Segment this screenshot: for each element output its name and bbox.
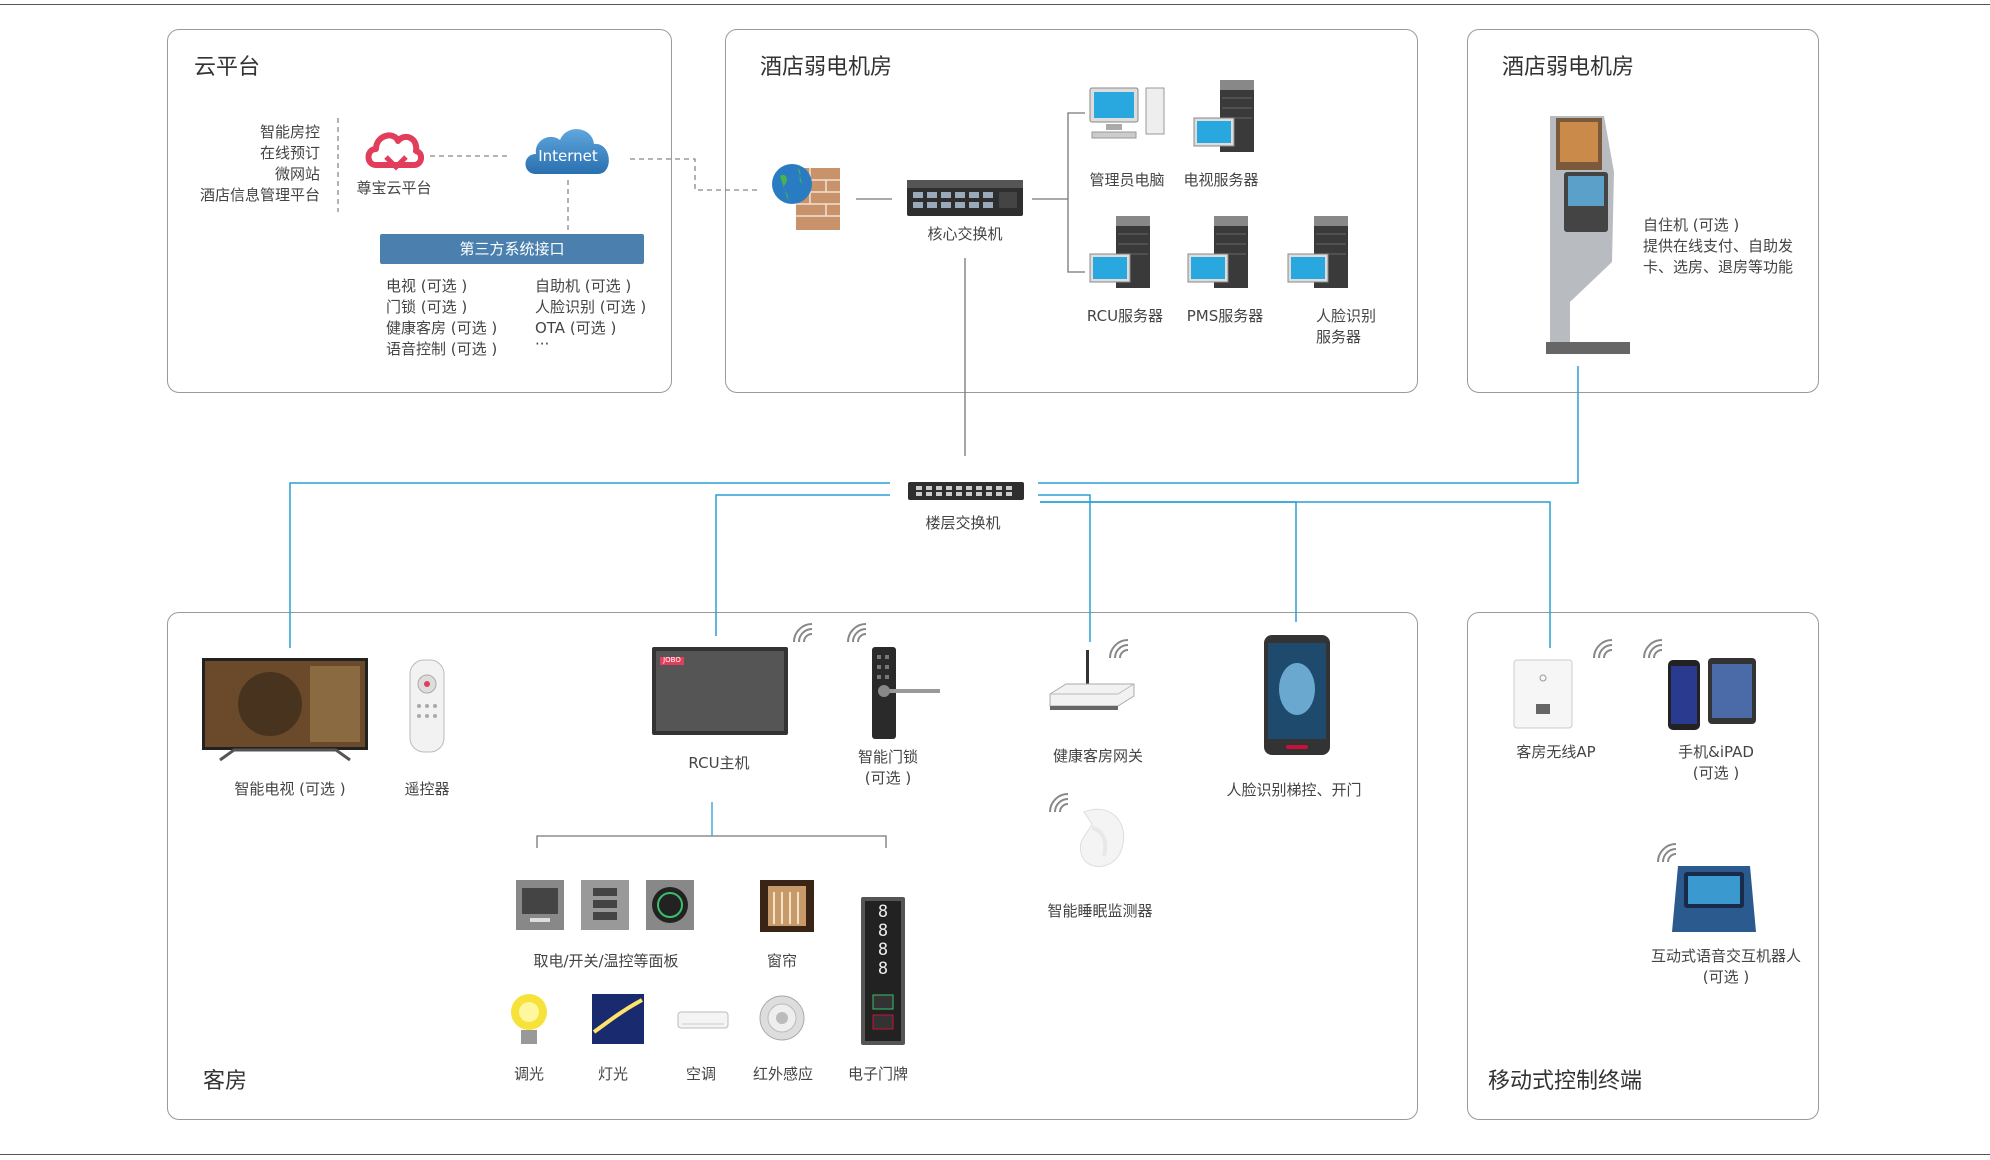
curtain-label: 窗帘 [766,952,798,970]
wifi-icon [847,623,867,643]
wifi-icon [1109,639,1129,659]
kiosk-desc-line: 自住机 (可选 ) [1643,216,1740,234]
interface-item: 人脸识别 (可选 ) [535,298,647,316]
face-recognition-terminal-icon [1264,635,1330,755]
wireless-ap-icon [1513,659,1573,729]
floor-switch-icon [908,482,1024,500]
internet-cloud-icon [525,129,609,174]
interface-item: OTA (可选 ) [535,319,617,337]
electronic-doorplate-icon [861,897,905,1045]
interface-item: 自助机 (可选 ) [535,277,632,295]
kiosk-desc-line: 提供在线支付、自助发 [1643,237,1794,255]
admin-computer-icon [1089,87,1165,139]
voice-robot-label: 互动式语音交互机器人 (可选 ) [1650,947,1802,986]
air-conditioner-icon [677,1011,729,1029]
rcu-host-label: RCU主机 [688,754,750,772]
server-label: 人脸识别 服务器 [1316,307,1377,346]
machine-room-panel [725,29,1418,393]
interface-item: ··· [535,335,550,353]
rcu-server-icon [1089,216,1150,288]
panels-label: 取电/开关/温控等面板 [533,952,679,970]
top-rule [0,4,1990,5]
feature-item: 酒店信息管理平台 [199,186,320,204]
mobile-panel-title: 移动式控制终端 [1488,1069,1643,1094]
wifi-icon [1643,639,1663,659]
voice-robot-icon [1672,866,1756,932]
machine-room-title: 酒店弱电机房 [760,55,893,80]
phone-ipad-label: 手机&iPAD (可选 ) [1678,743,1754,782]
remote-control-label: 遥控器 [404,780,450,798]
firewall-globe-icon [772,164,840,230]
wifi-icon [1049,793,1069,813]
wifi-icon [793,623,813,643]
guest-room-title: 客房 [203,1069,248,1094]
wifi-icon [1657,843,1677,863]
doorplate-digits: 8888 [877,902,889,979]
server-label: RCU服务器 [1086,307,1164,325]
sleep-monitor-icon [1079,808,1125,867]
interface-item: 门锁 (可选 ) [386,298,468,316]
core-switch-label: 核心交换机 [927,225,1003,243]
interface-item: 电视 (可选 ) [386,277,468,295]
dimmer-label: 调光 [513,1065,545,1083]
dimmer-bulb-icon [511,994,547,1044]
curtain-icon [760,880,814,932]
server-label: 管理员电脑 [1089,171,1165,189]
cloud-panel [167,29,672,393]
ir-sensor-label: 红外感应 [752,1065,814,1083]
third-party-interface-button[interactable]: 第三方系统接口 [380,234,644,264]
interface-item: 语音控制 (可选 ) [386,340,498,358]
kiosk-room-title: 酒店弱电机房 [1502,55,1635,80]
light-label: 灯光 [597,1065,629,1083]
zunbao-cloud-label: 尊宝云平台 [356,179,432,197]
feature-item: 微网站 [274,165,320,183]
smart-tv-label: 智能电视 (可选 ) [234,780,346,798]
cloud-panel-title: 云平台 [194,55,261,80]
sleep-monitor-label: 智能睡眠监测器 [1047,902,1153,920]
rcu-brand-label: JOBO [663,656,681,664]
doorplate-label: 电子门牌 [847,1065,909,1083]
face-recognition-label: 人脸识别梯控、开门 [1226,781,1362,799]
health-gateway-icon [1049,650,1135,710]
smart-tv-icon [202,658,368,762]
feature-item: 在线预订 [259,144,320,162]
infrared-sensor-icon [759,995,805,1041]
zunbao-cloud-logo-icon [365,132,424,171]
rcu-host-icon [652,647,788,735]
ac-label: 空调 [685,1065,717,1083]
thermostat-panel-icon [646,880,694,930]
tv-server-icon [1193,80,1254,152]
server-label: PMS服务器 [1186,307,1264,325]
kiosk-room-panel [1467,29,1819,393]
remote-control-icon [409,659,445,753]
feature-item: 智能房控 [259,123,320,141]
smart-door-lock-icon [872,647,940,739]
power-panel-icon [516,880,564,930]
led-light-icon [592,994,644,1044]
phone-ipad-icon [1668,658,1756,730]
wireless-ap-label: 客房无线AP [1516,743,1596,761]
health-gateway-label: 健康客房网关 [1052,747,1144,765]
core-switch-icon [907,180,1023,216]
smart-door-lock-label: 智能门锁 (可选 ) [857,748,919,787]
pms-server-icon [1187,216,1248,288]
floor-switch-label: 楼层交换机 [925,514,1001,532]
switch-panel-icon [581,880,629,930]
internet-label: Internet [538,147,598,165]
wifi-icon [1593,639,1613,659]
kiosk-desc-line: 卡、选房、退房等功能 [1643,258,1794,276]
interface-item: 健康客房 (可选 ) [386,319,498,337]
server-label: 电视服务器 [1183,171,1259,189]
bottom-rule [0,1154,1990,1155]
face-server-icon [1287,216,1348,288]
self-service-kiosk-icon [1546,116,1630,354]
